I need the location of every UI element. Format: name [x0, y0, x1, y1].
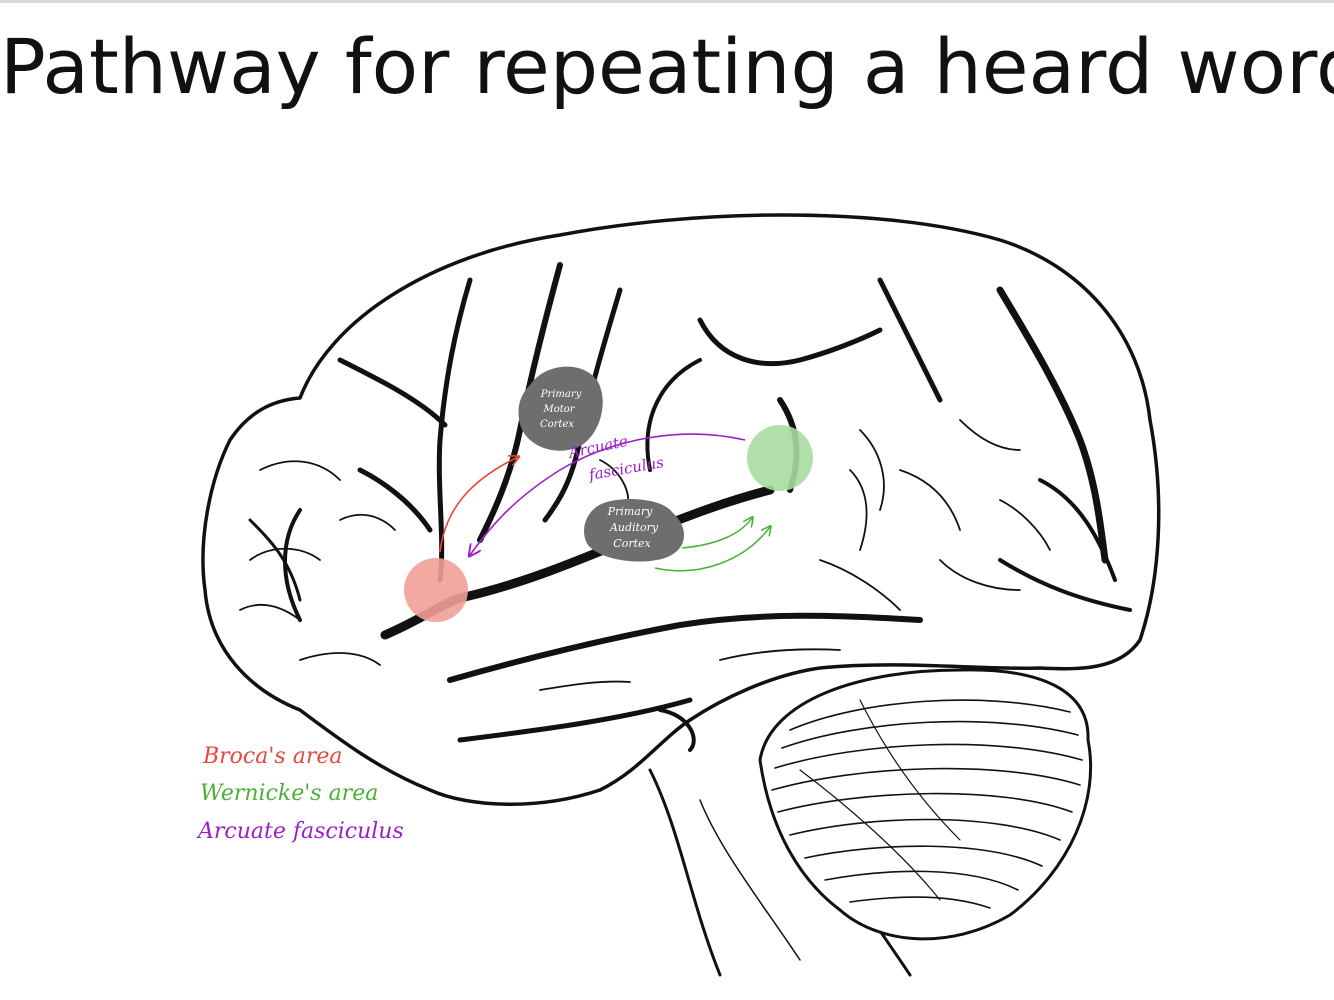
legend-wernicke: Wernicke's area	[200, 781, 378, 806]
green-arrow-auditory-to-wernicke-2	[681, 518, 752, 549]
motor-label-line-1: Primary	[540, 389, 582, 400]
auditory-label-line-1: Primary	[607, 505, 653, 518]
top-divider	[0, 0, 1334, 3]
legend-broca: Broca's area	[202, 744, 342, 769]
motor-label-line-2: Motor	[542, 404, 575, 415]
broca-region	[404, 558, 468, 622]
auditory-label-line-3: Cortex	[613, 537, 651, 550]
purple-arrow-arcuate-fasciculus	[470, 433, 746, 555]
legend: Broca's area Wernicke's area Arcuate fas…	[196, 744, 404, 844]
green-arrow-auditory-to-wernicke	[654, 527, 770, 572]
slide-title: Pathway for repeating a heard word	[0, 22, 1334, 111]
primary-auditory-cortex: Primary Auditory Cortex	[584, 499, 685, 562]
primary-motor-cortex: Primary Motor Cortex	[518, 366, 603, 451]
red-arrow-broca-to-motor	[439, 457, 518, 553]
auditory-label-line-2: Auditory	[609, 521, 659, 534]
wernicke-region	[747, 425, 813, 491]
legend-arcuate: Arcuate fasciculus	[196, 819, 404, 844]
cerebellum	[758, 668, 1093, 941]
motor-label-line-3: Cortex	[540, 419, 574, 430]
